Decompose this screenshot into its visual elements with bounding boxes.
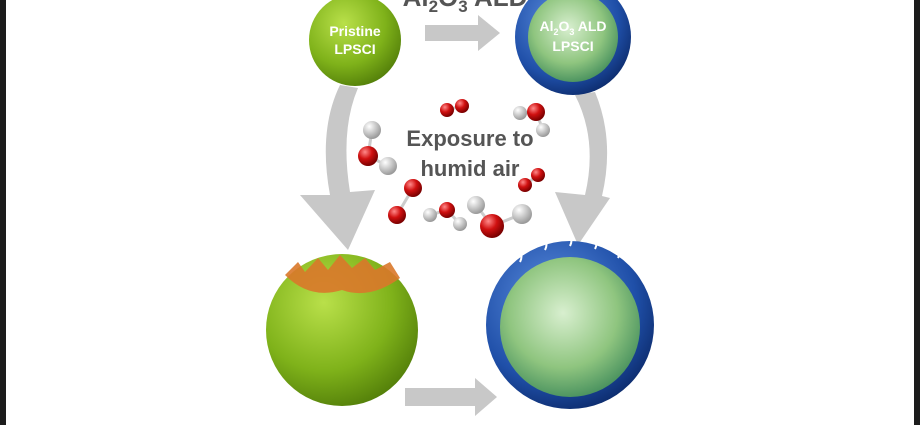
coated-label-1: Al2O3 ALD [539, 18, 606, 37]
arrow-curved-right [555, 92, 610, 245]
pristine-label-2: LPSCI [334, 41, 375, 57]
arrow-curved-left [300, 85, 375, 250]
top-title: Al2O3 ALD [403, 0, 528, 16]
water-and-oxygen-molecules [358, 99, 550, 238]
degradation-layer [285, 255, 400, 294]
exposure-label-2: humid air [420, 156, 519, 181]
arrow-bottom-right [405, 378, 497, 416]
degraded-lpscl-sphere [266, 254, 418, 406]
ald-coated-lpscl-sphere: Al2O3 ALD LPSCI [515, 0, 631, 95]
protected-ald-lpscl-sphere [486, 235, 654, 409]
arrow-top-right [425, 15, 500, 51]
pristine-label-1: Pristine [329, 23, 381, 39]
coated-label-2: LPSCI [552, 38, 593, 54]
pristine-lpscl-sphere: Pristine LPSCI [309, 0, 401, 86]
arrows [300, 15, 610, 416]
exposure-label-1: Exposure to [406, 126, 533, 151]
